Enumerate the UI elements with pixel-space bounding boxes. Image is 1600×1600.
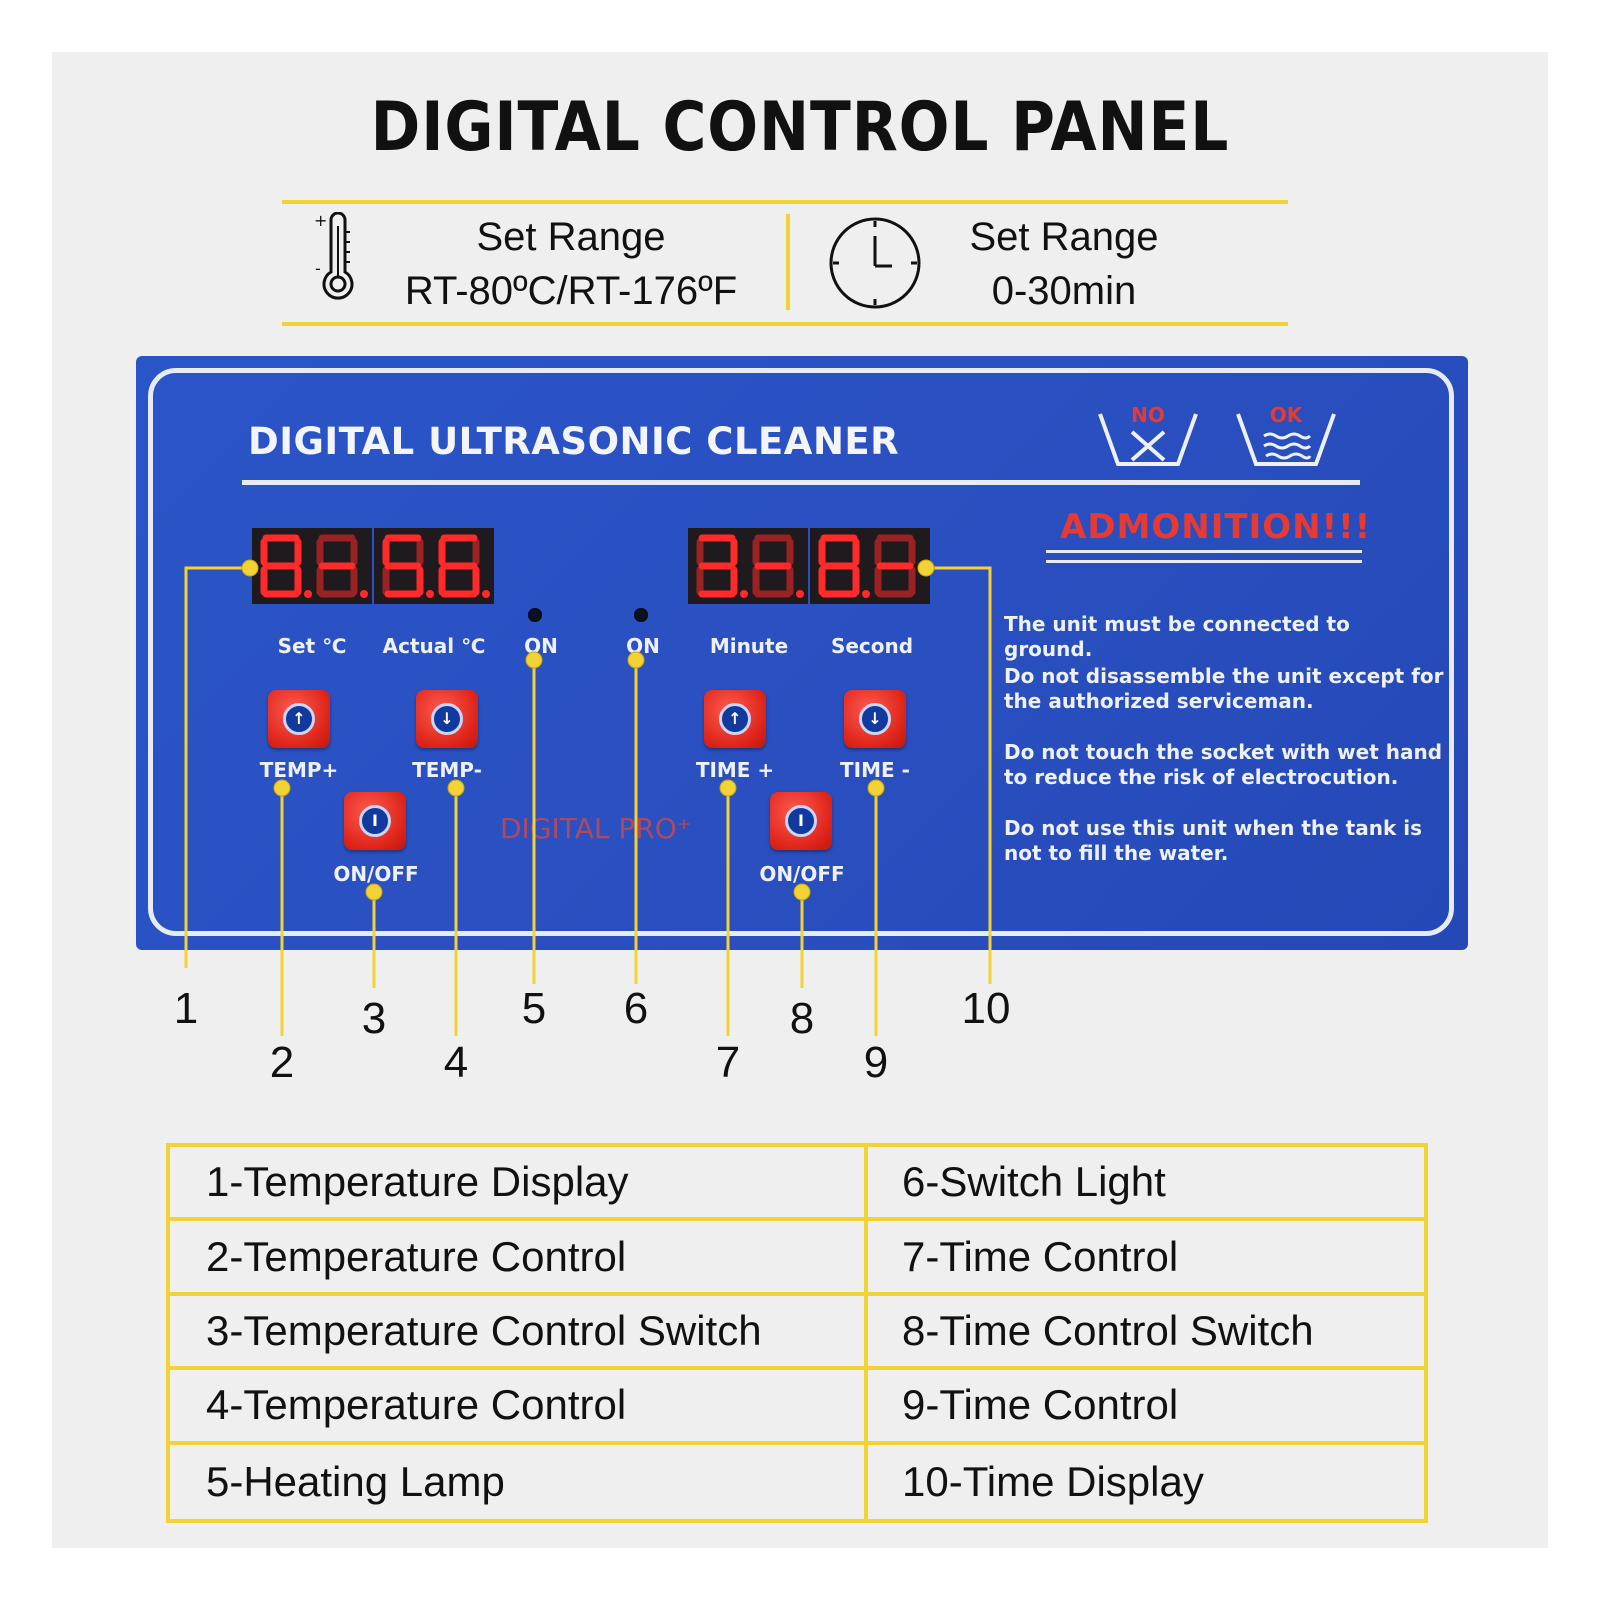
callout-8: 8 xyxy=(789,994,815,1043)
legend-item-3: 3-Temperature Control Switch xyxy=(170,1295,868,1371)
panel-title: DIGITAL ULTRASONIC CLEANER xyxy=(248,420,900,463)
callout-dot-2 xyxy=(273,779,291,797)
legend-item-1: 1-Temperature Display xyxy=(170,1147,868,1222)
temp-minus-label: TEMP- xyxy=(412,758,482,782)
time-onoff-button[interactable]: I xyxy=(770,792,832,850)
arrow-up-icon: ↑ xyxy=(283,703,315,735)
callout-dot-8 xyxy=(793,883,811,901)
page-title: DIGITAL CONTROL PANEL xyxy=(370,88,1230,167)
callout-dot-3 xyxy=(365,883,383,901)
temperature-range-label: Set Range xyxy=(476,215,666,259)
brand-watermark: DIGITAL PRO⁺ xyxy=(500,812,692,845)
minute-display xyxy=(688,528,808,604)
leader-line-1 xyxy=(184,566,250,968)
callout-dot-4 xyxy=(447,779,465,797)
callout-lines xyxy=(184,559,992,1036)
actual-temperature-display xyxy=(374,528,494,604)
time-plus-label: TIME + xyxy=(695,758,775,782)
switch-light xyxy=(634,608,648,622)
warning-3: Do not touch the socket with wet hand to… xyxy=(1004,740,1443,789)
second-label: Second xyxy=(830,634,914,658)
time-plus-button[interactable]: ↑ xyxy=(704,690,766,748)
minute-label: Minute xyxy=(709,634,789,658)
legend-item-4: 4-Temperature Control xyxy=(170,1370,868,1445)
temperature-range: Set Range RT-80ºC/RT-176ºF xyxy=(368,210,774,318)
set-temperature-display xyxy=(252,528,372,604)
actual-celsius-label: Actual ℃ xyxy=(382,634,486,658)
legend-item-5: 5-Heating Lamp xyxy=(170,1444,868,1519)
no-label: NO xyxy=(1131,404,1165,427)
thermometer-icon: + - xyxy=(314,212,354,300)
set-celsius-label: Set ℃ xyxy=(277,634,347,658)
power-icon: I xyxy=(359,805,391,837)
legend-item-2: 2-Temperature Control xyxy=(170,1221,868,1296)
temp-plus-label: TEMP+ xyxy=(259,758,339,782)
temperature-onoff-label: ON/OFF xyxy=(333,862,419,886)
minute-digits xyxy=(696,534,804,598)
callout-3: 3 xyxy=(361,994,387,1043)
ok-label: OK xyxy=(1270,404,1304,427)
ok-wash-icon: OK xyxy=(1236,404,1336,466)
callout-1: 1 xyxy=(173,984,199,1033)
callout-10: 10 xyxy=(961,984,1011,1033)
warning-2: Do not disassemble the unit except for t… xyxy=(1004,664,1444,713)
admonition-rule-1 xyxy=(1046,550,1362,553)
arrow-down-icon: ↓ xyxy=(431,703,463,735)
range-bottom-rule xyxy=(282,322,1288,326)
range-divider xyxy=(786,214,790,310)
time-minus-button[interactable]: ↓ xyxy=(844,690,906,748)
callout-dot-7 xyxy=(719,779,737,797)
callout-dot-9 xyxy=(867,779,885,797)
time-onoff-label: ON/OFF xyxy=(759,862,845,886)
temp-plus-button[interactable]: ↑ xyxy=(268,690,330,748)
time-range: Set Range 0-30min xyxy=(934,210,1194,318)
arrow-up-icon: ↑ xyxy=(719,703,751,735)
time-range-value: 0-30min xyxy=(991,269,1137,313)
callout-dot-1 xyxy=(241,559,259,577)
legend-item-7: 7-Time Control xyxy=(868,1221,1424,1296)
leader-line-10 xyxy=(926,566,992,984)
admonition-rule-2 xyxy=(1046,560,1362,563)
time-range-label: Set Range xyxy=(969,215,1159,259)
second-digits xyxy=(818,534,916,598)
clock-icon xyxy=(829,217,921,309)
no-wash-icon: NO xyxy=(1098,404,1198,466)
callout-7: 7 xyxy=(715,1038,741,1087)
panel-title-rule xyxy=(242,480,1360,485)
admonition-heading: ADMONITION!!! xyxy=(1060,507,1372,547)
legend-table: 1-Temperature Display 6-Switch Light 2-T… xyxy=(166,1143,1428,1523)
callout-6: 6 xyxy=(623,984,649,1033)
legend-item-8: 8-Time Control Switch xyxy=(868,1296,1424,1371)
callout-dot-10 xyxy=(917,559,935,577)
control-panel xyxy=(136,356,1468,950)
callout-9: 9 xyxy=(863,1038,889,1087)
callout-4: 4 xyxy=(443,1038,469,1087)
callout-5: 5 xyxy=(521,984,547,1033)
heating-lamp xyxy=(528,608,542,622)
arrow-down-icon: ↓ xyxy=(859,703,891,735)
time-minus-label: TIME - xyxy=(840,758,910,782)
actual-temperature-digits xyxy=(382,534,490,598)
callout-dot-6 xyxy=(627,651,645,669)
legend-item-6: 6-Switch Light xyxy=(868,1147,1424,1222)
svg-text:+: + xyxy=(314,212,327,230)
warning-4: Do not use this unit when the tank is no… xyxy=(1004,816,1422,865)
set-temperature-digits xyxy=(260,534,368,598)
temp-minus-button[interactable]: ↓ xyxy=(416,690,478,748)
temperature-onoff-button[interactable]: I xyxy=(344,792,406,850)
callout-2: 2 xyxy=(269,1038,295,1087)
range-top-rule xyxy=(282,200,1288,204)
temperature-range-value: RT-80ºC/RT-176ºF xyxy=(404,269,738,313)
second-display xyxy=(810,528,930,604)
warning-1: The unit must be connected to ground. xyxy=(1004,612,1350,661)
legend-item-10: 10-Time Display xyxy=(902,1457,1204,1505)
legend-item-9: 9-Time Control xyxy=(868,1370,1424,1445)
power-icon: I xyxy=(785,805,817,837)
callout-dot-5 xyxy=(525,651,543,669)
svg-text:-: - xyxy=(315,259,321,278)
